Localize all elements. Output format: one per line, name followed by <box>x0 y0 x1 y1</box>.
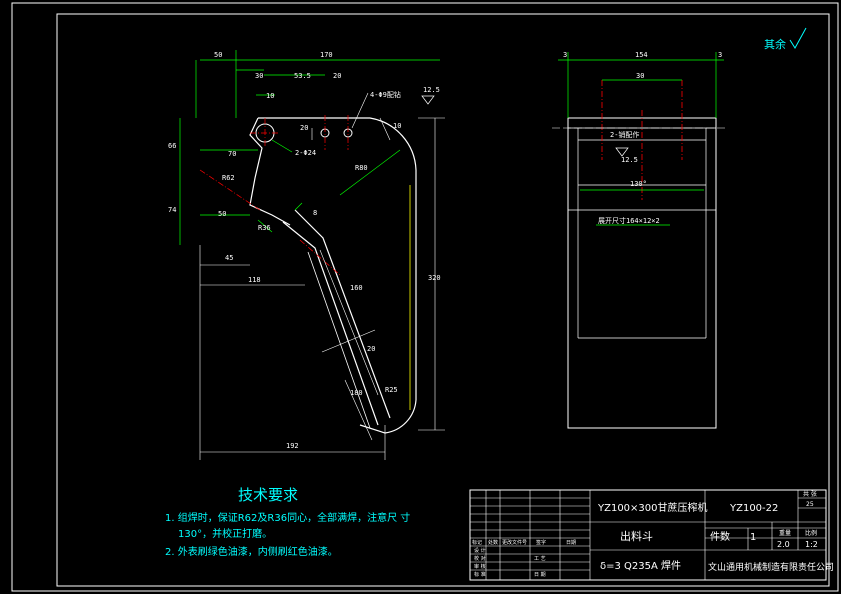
drawing-number: YZ100-22 <box>729 503 778 514</box>
tech-title: 技术要求 <box>238 486 298 504</box>
dim-R62: R62 <box>222 174 235 182</box>
tech-line-2: 130°，并校正打磨。 <box>178 527 272 540</box>
dim-118: 118 <box>248 276 261 284</box>
material: δ=3 Q235A 焊件 <box>600 560 681 572</box>
dim-66: 66 <box>168 142 176 150</box>
title-block-headers: 标记 处数 更改文件号 签字 日期 <box>472 539 576 546</box>
dimension-lines-white <box>199 117 445 460</box>
row-0: 设 计 <box>474 547 486 554</box>
side-dim-130: 130° <box>630 180 647 188</box>
machine-name: YZ100×300甘蔗压榨机 <box>597 501 708 514</box>
side-roughness-icon <box>615 147 629 157</box>
dim-R36: R36 <box>258 224 271 232</box>
rough-value: 12.5 <box>423 86 440 94</box>
inner-frame <box>56 13 830 587</box>
dim-20-slanted: 20 <box>367 345 375 353</box>
roughness-icon <box>421 95 435 105</box>
dim-R80: R80 <box>355 164 368 172</box>
hdr-col-2: 更改文件号 <box>502 539 527 546</box>
dim-180: 180 <box>350 389 363 397</box>
side-dim-3-left: 3 <box>563 51 567 59</box>
chute-line <box>307 251 371 429</box>
dim-20-vertical: 20 <box>300 124 308 132</box>
chute-outer <box>294 209 391 419</box>
leader-diameter <box>271 139 293 153</box>
sheet-label: 共 张 <box>803 490 817 498</box>
side-view: 3 154 3 30 130° 2-销配作 12.5 展开尺寸164×12×2 <box>552 51 725 429</box>
dim-R25: R25 <box>385 386 398 394</box>
dim-74: 74 <box>168 206 176 214</box>
note-holes: 4-Φ9配钻 <box>370 90 401 99</box>
weight-value: 2.0 <box>777 540 790 549</box>
title-block-rows: 设 计 校 对 审 核 标 准 工 艺 日 期 <box>474 547 546 578</box>
dim-10: 10 <box>266 92 274 100</box>
hdr-col-1: 处数 <box>488 539 498 546</box>
qty-label: 件数 <box>710 530 730 543</box>
row-5: 日 期 <box>534 572 546 578</box>
qty-value: 1 <box>750 532 756 543</box>
row-1: 校 对 <box>474 555 486 562</box>
center-lines <box>199 115 349 276</box>
dim-10-vertical: 10 <box>393 122 401 130</box>
dim-50-lower: 50 <box>218 210 226 218</box>
side-walls <box>577 128 707 338</box>
tech-line-3: 2. 外表刷绿色油漆，内侧刷红色油漆。 <box>165 545 338 558</box>
dim-192: 192 <box>286 442 299 450</box>
sheet-number: 25 <box>806 501 814 508</box>
title-block-frame <box>469 489 827 581</box>
hdr-col-4: 日期 <box>566 540 576 546</box>
row-3: 标 准 <box>474 571 486 578</box>
company-name: 文山通用机械制造有限责任公司 <box>708 561 834 573</box>
dim-170: 170 <box>320 51 333 59</box>
side-note-plate: 展开尺寸164×12×2 <box>598 216 660 225</box>
dim-20: 20 <box>333 72 341 80</box>
outline-right <box>258 117 417 434</box>
title-block: YZ100×300甘蔗压榨机 YZ100-22 出料斗 δ=3 Q235A 焊件… <box>469 489 834 581</box>
dim-53-5: 53.5 <box>294 72 311 80</box>
tech-line-1: 1. 组焊时，保证R62及R36同心，全部满焊，注意尺 寸 <box>165 511 410 524</box>
hdr-col-3: 签字 <box>536 539 546 546</box>
side-rough-value: 12.5 <box>621 156 638 164</box>
corner-note: 其余 <box>764 37 786 51</box>
side-outline <box>567 117 717 429</box>
outer-frame <box>11 2 839 592</box>
dimension-lines-green <box>179 50 440 245</box>
leader-holes <box>351 92 369 129</box>
side-dimension-lines <box>558 52 724 226</box>
chute-inner <box>282 221 379 426</box>
front-view: 50 170 30 53.5 20 10 20 10 66 70 74 R62 … <box>168 50 445 460</box>
dim-160: 160 <box>350 284 363 292</box>
dim-8: 8 <box>313 209 317 217</box>
note-diameter: 2-Φ24 <box>295 149 316 157</box>
side-dim-3-right: 3 <box>718 51 722 59</box>
dim-30: 30 <box>255 72 263 80</box>
dim-70: 70 <box>228 150 236 158</box>
side-note-pins: 2-销配作 <box>610 130 639 139</box>
hdr-col-0: 标记 <box>472 539 482 546</box>
title-block-grid <box>470 490 826 580</box>
outline-left <box>249 117 291 226</box>
scale-header: 比例 <box>805 529 817 537</box>
part-name: 出料斗 <box>620 529 653 543</box>
weight-header: 重量 <box>779 529 791 537</box>
roughness-symbol-icon <box>789 27 807 49</box>
side-center-lines <box>601 80 683 200</box>
dim-45: 45 <box>225 254 233 262</box>
row-2: 审 核 <box>474 563 486 570</box>
row-4: 工 艺 <box>534 556 546 562</box>
dim-50: 50 <box>214 51 222 59</box>
dim-320: 320 <box>428 274 441 282</box>
tech-requirements: 技术要求 1. 组焊时，保证R62及R36同心，全部满焊，注意尺 寸 130°，… <box>165 486 410 558</box>
scale-value: 1:2 <box>805 540 818 549</box>
side-dim-30: 30 <box>636 72 644 80</box>
side-dim-154: 154 <box>635 51 648 59</box>
